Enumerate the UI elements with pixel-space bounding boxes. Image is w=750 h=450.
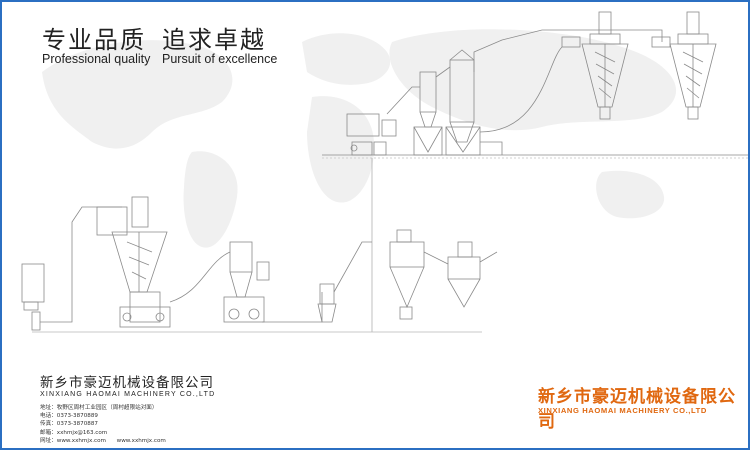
lower-hopper-2 <box>423 241 498 308</box>
pipe-upper-1 <box>473 29 587 72</box>
company-name-en-left: XINXIANG HAOMAI MACHINERY CO.,LTD <box>40 391 216 398</box>
left-mill-group <box>21 196 171 331</box>
contact-website: 网址：www.xxhmjx.com www.xxhmjx.com <box>40 437 166 444</box>
contact-email: 邮箱：xxhmjx@163.com <box>40 429 108 436</box>
company-name-en-right: XINXIANG HAOMAI MACHINERY CO.,LTD <box>538 406 708 415</box>
slogan-quality-en: Professional quality <box>42 52 151 66</box>
contact-phone: 电话：0373-3870889 <box>40 413 98 420</box>
conical-mixer-2 <box>651 11 717 120</box>
conical-mixer-1 <box>561 11 629 120</box>
slogan-excellence-cn: 追求卓越 <box>162 26 266 54</box>
slogan-quality-cn: 专业品质 <box>42 26 146 54</box>
slogan-excellence-en: Pursuit of excellence <box>162 52 278 66</box>
contact-info: 地址：牧野区周村工业园区（周村超限站对面） 电话：0373-3870889 传真… <box>40 404 166 445</box>
dust-collector-tower <box>413 49 481 156</box>
middle-mill-group <box>169 241 323 323</box>
pulverizer-unit <box>317 241 372 323</box>
lower-hopper-1 <box>389 229 425 320</box>
grinder-unit-upper <box>346 86 420 156</box>
contact-address: 地址：牧野区周村工业园区（周村超限站对面） <box>40 405 158 411</box>
company-name-cn-right: 新乡市豪迈机械设备限公司 <box>538 387 736 432</box>
company-name-cn-left: 新乡市豪迈机械设备限公司 <box>40 375 214 391</box>
contact-fax: 传真：0373-3870887 <box>40 421 98 428</box>
